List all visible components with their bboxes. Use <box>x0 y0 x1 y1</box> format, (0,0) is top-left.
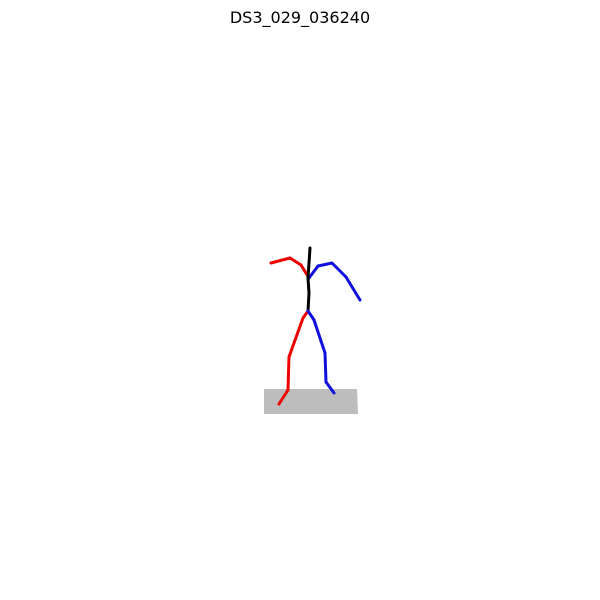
right-shin <box>277 388 290 406</box>
right-thigh <box>286 316 305 392</box>
left-shoulder <box>307 264 320 280</box>
figure-title: DS3_029_036240 <box>229 8 371 27</box>
skeleton <box>269 246 362 406</box>
right-upper-arm <box>288 256 303 267</box>
ground-plane <box>264 389 358 414</box>
left-forearm <box>344 275 362 302</box>
spine <box>306 246 312 313</box>
left-hip <box>306 309 316 322</box>
left-shin <box>324 380 336 395</box>
left-upper-arm <box>316 261 348 279</box>
right-forearm <box>269 256 292 265</box>
left-thigh <box>312 318 328 384</box>
